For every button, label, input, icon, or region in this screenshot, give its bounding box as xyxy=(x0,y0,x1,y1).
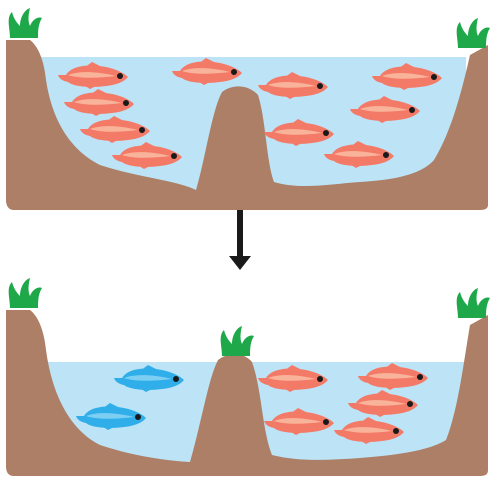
plant-icon xyxy=(457,288,490,318)
arrow-down-icon xyxy=(229,210,251,270)
plant-icon xyxy=(9,8,42,38)
plant-icon xyxy=(457,18,490,48)
lake-before xyxy=(6,8,490,210)
plant-icon xyxy=(221,326,254,356)
plant-icon xyxy=(9,278,42,308)
lake-after xyxy=(6,278,490,476)
